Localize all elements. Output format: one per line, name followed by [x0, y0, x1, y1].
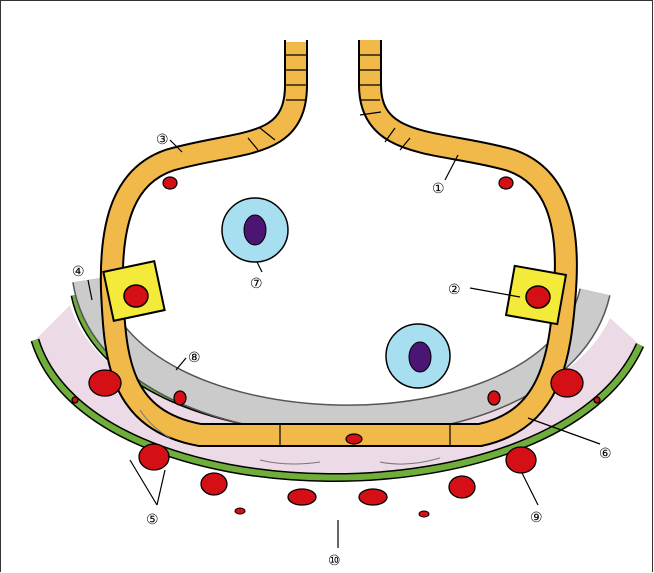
label-2: ② [448, 282, 461, 298]
label-1: ① [432, 181, 445, 197]
label-9: ⑨ [530, 510, 543, 526]
septal-cell-right [506, 266, 566, 324]
macrophage-1 [222, 198, 288, 262]
label-3: ③ [156, 132, 169, 148]
label-7: ⑦ [250, 276, 263, 292]
macrophage-2 [386, 324, 450, 388]
label-4: ④ [72, 264, 85, 280]
label-6: ⑥ [599, 446, 612, 462]
label-10: ⑩ [328, 553, 341, 569]
leader-lines [88, 140, 600, 548]
label-8: ⑧ [188, 350, 201, 366]
label-5: ⑤ [146, 512, 159, 528]
septal-cell-left [103, 261, 164, 321]
